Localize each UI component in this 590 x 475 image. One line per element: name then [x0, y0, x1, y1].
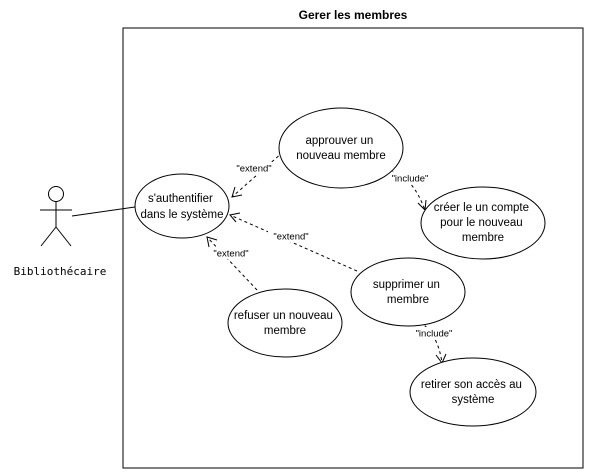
- dependency-line: [419, 321, 443, 364]
- usecase-label: retirer son accès au système: [421, 379, 525, 406]
- usecase-label: s'authentifier dans le système: [140, 193, 223, 221]
- extend-label: "extend": [236, 164, 271, 175]
- arrowhead: [231, 186, 243, 198]
- relation-delete-extend: "extend": [229, 212, 358, 272]
- usecase-label-line: s'authentifier: [148, 193, 213, 205]
- system-title: Gerer les membres: [299, 8, 408, 22]
- usecase-label-line: membre: [462, 232, 504, 244]
- usecase-label-line: créer le un compte: [434, 202, 529, 214]
- usecase-label: refuser un nouveau membre: [234, 310, 336, 337]
- usecase-create-account[interactable]: créer le un compte pour le nouveau membr…: [420, 186, 546, 260]
- usecase-ellipse: [350, 257, 466, 327]
- extend-label: "extend": [213, 249, 248, 260]
- label-background: [232, 162, 276, 174]
- usecase-label-line: nouveau membre: [296, 150, 386, 162]
- label-background: [386, 172, 434, 184]
- actor-left-leg: [40, 226, 57, 247]
- dependency-line: [206, 236, 258, 291]
- usecase-label-line: membre: [387, 294, 429, 306]
- arrowhead: [206, 236, 218, 248]
- usecase-label-line: retirer son accès au: [421, 379, 522, 391]
- usecase-remove-access[interactable]: retirer son accès au système: [409, 357, 537, 427]
- actor-bibliothecaire[interactable]: Bibliothécaire: [14, 186, 107, 279]
- association-line: [71, 205, 143, 217]
- label-background: [410, 327, 458, 339]
- usecase-approve[interactable]: approuver un nouveau membre: [278, 107, 404, 189]
- relation-approve-extend: "extend": [231, 151, 284, 198]
- arrowhead: [229, 212, 241, 223]
- usecase-label-line: supprimer un: [373, 279, 440, 291]
- actor-right-leg: [55, 226, 72, 247]
- usecase-label-line: pour le nouveau: [440, 217, 522, 229]
- dependency-line: [231, 151, 284, 198]
- usecase-label-line: approuver un: [306, 135, 374, 147]
- extend-label: "extend": [273, 232, 308, 243]
- include-label: "include": [392, 174, 429, 185]
- usecase-label: approuver un nouveau membre: [296, 135, 386, 162]
- relation-refuse-extend: "extend": [206, 236, 258, 291]
- usecase-ellipse: [409, 357, 537, 427]
- usecase-label-line: refuser un nouveau: [234, 310, 333, 322]
- usecase-authenticate[interactable]: s'authentifier dans le système: [134, 173, 230, 239]
- actor-head: [48, 186, 64, 202]
- usecase-label-line: dans le système: [140, 209, 223, 221]
- usecase-ellipse: [227, 288, 343, 358]
- actor-label: Bibliothécaire: [14, 265, 107, 278]
- usecase-delete[interactable]: supprimer un membre: [350, 257, 466, 327]
- usecase-ellipse: [134, 173, 230, 239]
- dependency-line: [229, 214, 358, 272]
- include-label: "include": [416, 329, 453, 340]
- usecase-label: créer le un compte pour le nouveau membr…: [434, 202, 532, 244]
- label-background: [209, 247, 253, 259]
- usecase-refuse[interactable]: refuser un nouveau membre: [227, 288, 343, 358]
- usecase-label: supprimer un membre: [373, 279, 443, 306]
- usecase-label-line: membre: [264, 325, 306, 337]
- usecase-ellipse: [420, 186, 546, 260]
- label-background: [268, 230, 314, 242]
- usecase-label-line: système: [452, 394, 495, 406]
- usecase-ellipse: [278, 107, 404, 189]
